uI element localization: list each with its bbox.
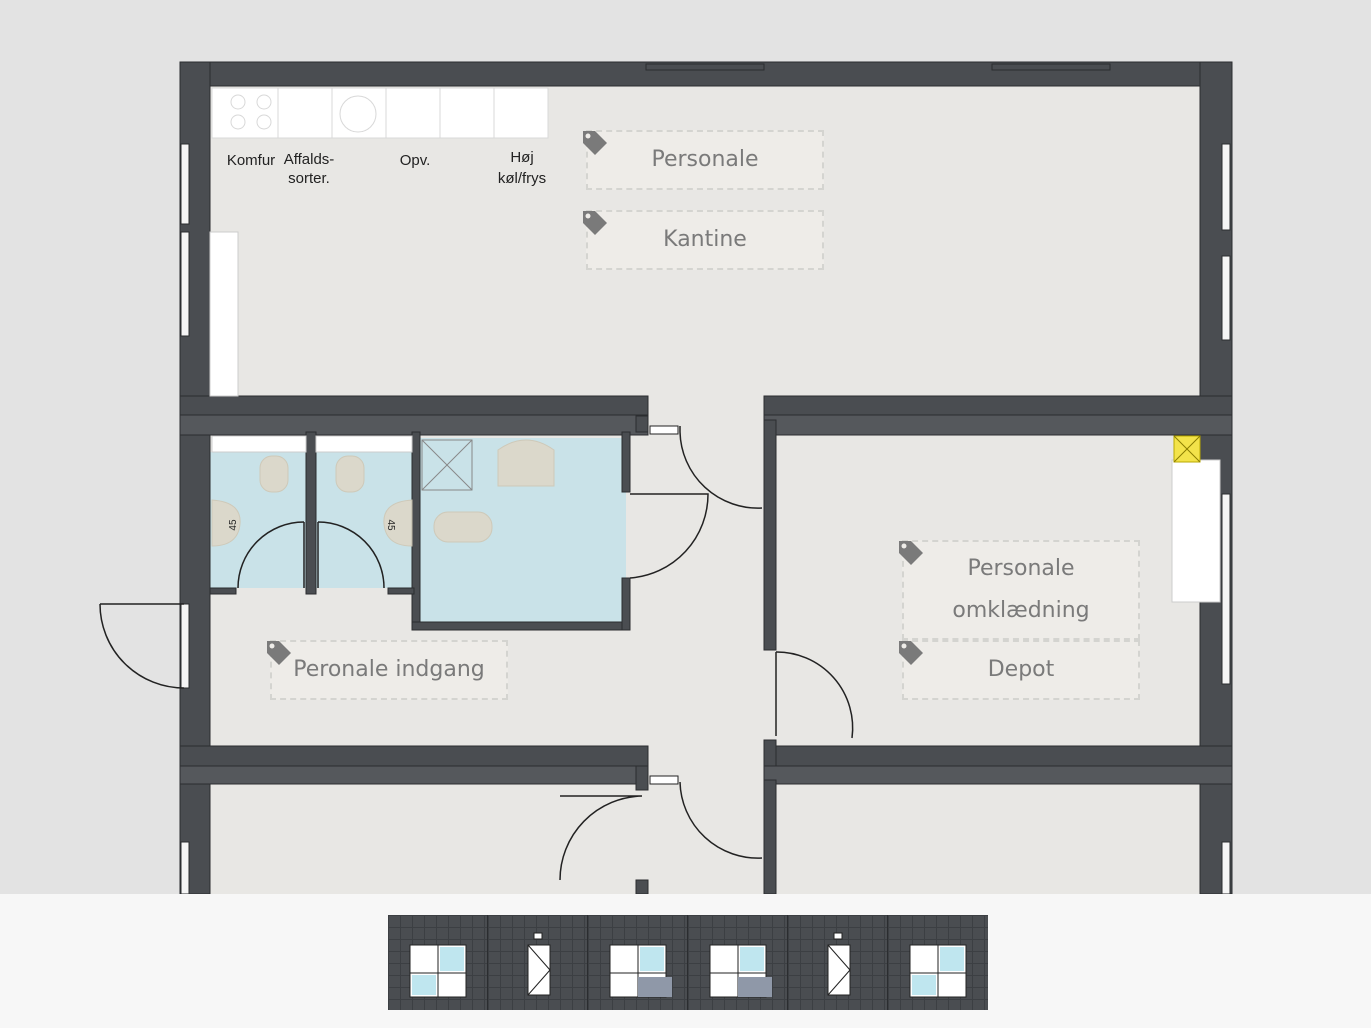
doors bbox=[99, 426, 854, 881]
shower-tray bbox=[421, 439, 473, 491]
tag-icon bbox=[583, 131, 607, 155]
tag-icon bbox=[899, 541, 923, 565]
label-affald-2: sorter. bbox=[288, 170, 330, 187]
facade-panel-window-vent bbox=[688, 915, 788, 1010]
sanitary-fixtures bbox=[211, 439, 555, 547]
room-name-omkl-2: omklædning bbox=[952, 598, 1090, 623]
label-komfur: Komfur bbox=[226, 152, 276, 169]
floor-plan bbox=[99, 61, 1233, 894]
wardrobe-right bbox=[1171, 459, 1221, 603]
toilet-mark-left: 45 bbox=[228, 519, 239, 531]
tag-icon bbox=[267, 641, 291, 665]
room-tag-depot[interactable]: Depot bbox=[902, 640, 1140, 700]
room-tag-indgang[interactable]: Peronale indgang bbox=[270, 640, 508, 700]
tag-icon bbox=[899, 641, 923, 665]
tag-icon bbox=[583, 211, 607, 235]
room-name-indgang: Peronale indgang bbox=[293, 657, 485, 682]
label-hoj-1: Høj bbox=[510, 149, 534, 166]
room-name-depot: Depot bbox=[987, 657, 1055, 682]
facade-panel-window bbox=[388, 915, 488, 1010]
windows bbox=[180, 63, 1231, 894]
room-tag-personale[interactable]: Personale bbox=[586, 130, 824, 190]
facade-thumbnail[interactable] bbox=[388, 915, 988, 1010]
facade-panel-door bbox=[488, 915, 588, 1010]
wardrobe-left bbox=[209, 231, 239, 397]
room-tag-omklaedning[interactable]: Personale omklædning bbox=[902, 540, 1140, 640]
room-name-kantine: Kantine bbox=[663, 227, 747, 252]
facade-panel-window-vent bbox=[588, 915, 688, 1010]
room-name-personale: Personale bbox=[651, 147, 759, 172]
room-tag-kantine[interactable]: Kantine bbox=[586, 210, 824, 270]
kitchen-counter bbox=[211, 87, 549, 139]
label-affald-1: Affalds- bbox=[283, 151, 335, 168]
label-hoj-2: køl/frys bbox=[497, 170, 547, 187]
room-name-omkl-1: Personale bbox=[967, 556, 1075, 581]
facade-panel-door bbox=[788, 915, 888, 1010]
label-opv: Opv. bbox=[399, 152, 431, 169]
facade-panel-window bbox=[888, 915, 988, 1010]
toilet-mark-right: 45 bbox=[385, 519, 396, 531]
door-frames bbox=[649, 425, 679, 785]
